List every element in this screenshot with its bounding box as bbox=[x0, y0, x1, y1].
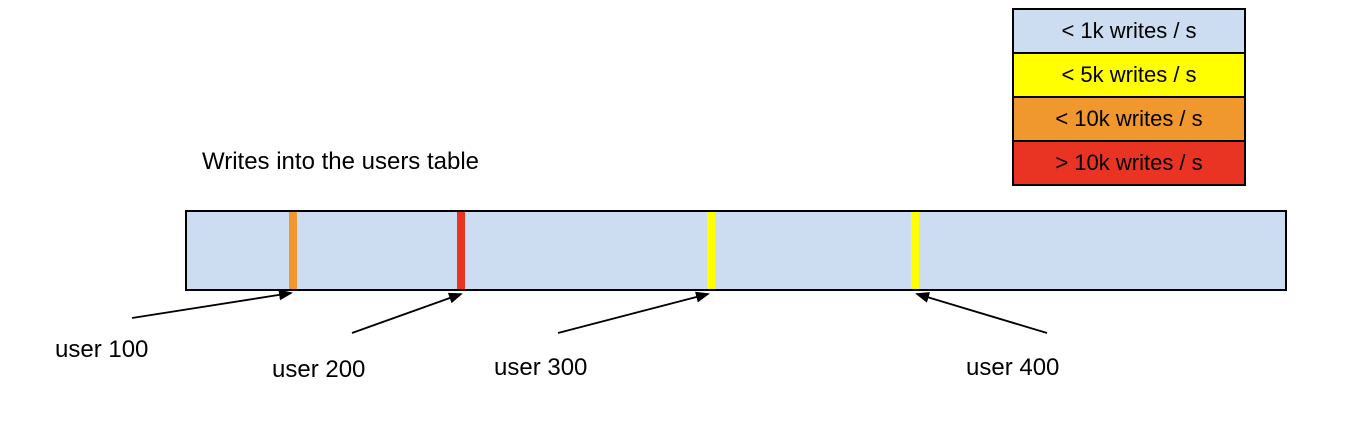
diagram-title: Writes into the users table bbox=[202, 148, 480, 175]
legend-item-lt-1k: < 1k writes / s bbox=[1012, 8, 1246, 54]
arrow-user-400 bbox=[915, 292, 1048, 334]
marker-user-200 bbox=[457, 212, 465, 289]
label-user-200: user 200 bbox=[272, 356, 366, 383]
label-user-100: user 100 bbox=[55, 336, 149, 363]
label-user-300: user 300 bbox=[494, 354, 588, 381]
legend-item-lt-10k: < 10k writes / s bbox=[1012, 96, 1246, 142]
legend-item-gt-10k: > 10k writes / s bbox=[1012, 140, 1246, 186]
marker-user-400 bbox=[911, 212, 919, 289]
arrow-user-100 bbox=[131, 289, 293, 319]
arrow-user-300 bbox=[557, 291, 710, 334]
marker-user-100 bbox=[289, 212, 297, 289]
users-table-bar bbox=[185, 210, 1287, 291]
arrow-user-200 bbox=[351, 292, 463, 334]
legend: < 1k writes / s < 5k writes / s < 10k wr… bbox=[1012, 8, 1246, 186]
legend-item-lt-5k: < 5k writes / s bbox=[1012, 52, 1246, 98]
marker-user-300 bbox=[707, 212, 715, 289]
label-user-400: user 400 bbox=[966, 354, 1060, 381]
